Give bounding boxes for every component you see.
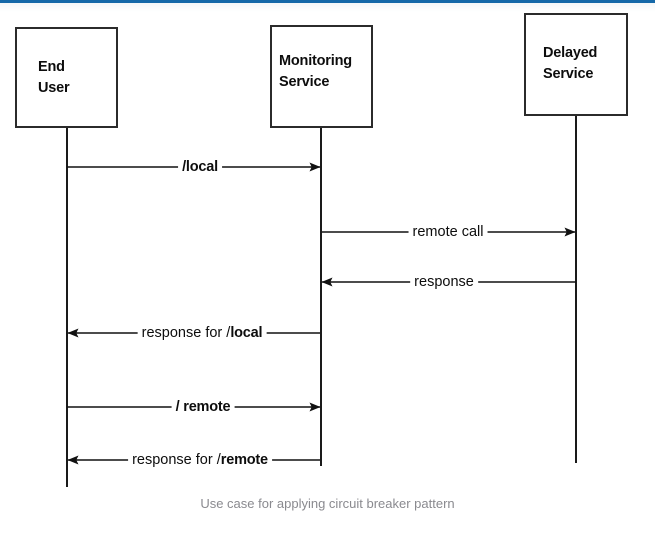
message-label-local-response-prefix: response for / xyxy=(141,325,231,341)
lifeline-end-user xyxy=(66,128,68,487)
participant-box-delayed-service xyxy=(524,13,628,116)
participant-label-delayed-service: Delayed Service xyxy=(543,45,598,82)
participant-box-monitoring-service xyxy=(270,25,373,128)
message-label-remote-request-response: response for /remote xyxy=(128,452,272,468)
message-label-remote-request-response-prefix: response for / xyxy=(132,452,221,468)
lifeline-monitoring-service xyxy=(320,128,322,466)
participant-label-monitoring-service: Monitoring Service xyxy=(279,53,352,90)
message-label-local-response-suffix: local xyxy=(230,325,263,341)
top-fade-strip xyxy=(0,3,655,12)
participant-label-end-user: End User xyxy=(38,59,70,96)
message-label-remote-call: remote call xyxy=(408,224,488,240)
message-label-remote-request: / remote xyxy=(171,399,235,415)
participant-box-end-user xyxy=(15,27,118,128)
message-label-local-request: /local xyxy=(178,159,222,175)
diagram-caption: Use case for applying circuit breaker pa… xyxy=(200,496,455,511)
top-accent-rule xyxy=(0,0,655,3)
message-label-remote-request-response-suffix: remote xyxy=(220,452,268,468)
lifeline-delayed-service xyxy=(575,116,577,463)
message-label-remote-response: response xyxy=(410,274,478,290)
message-label-local-response: response for /local xyxy=(137,325,267,341)
